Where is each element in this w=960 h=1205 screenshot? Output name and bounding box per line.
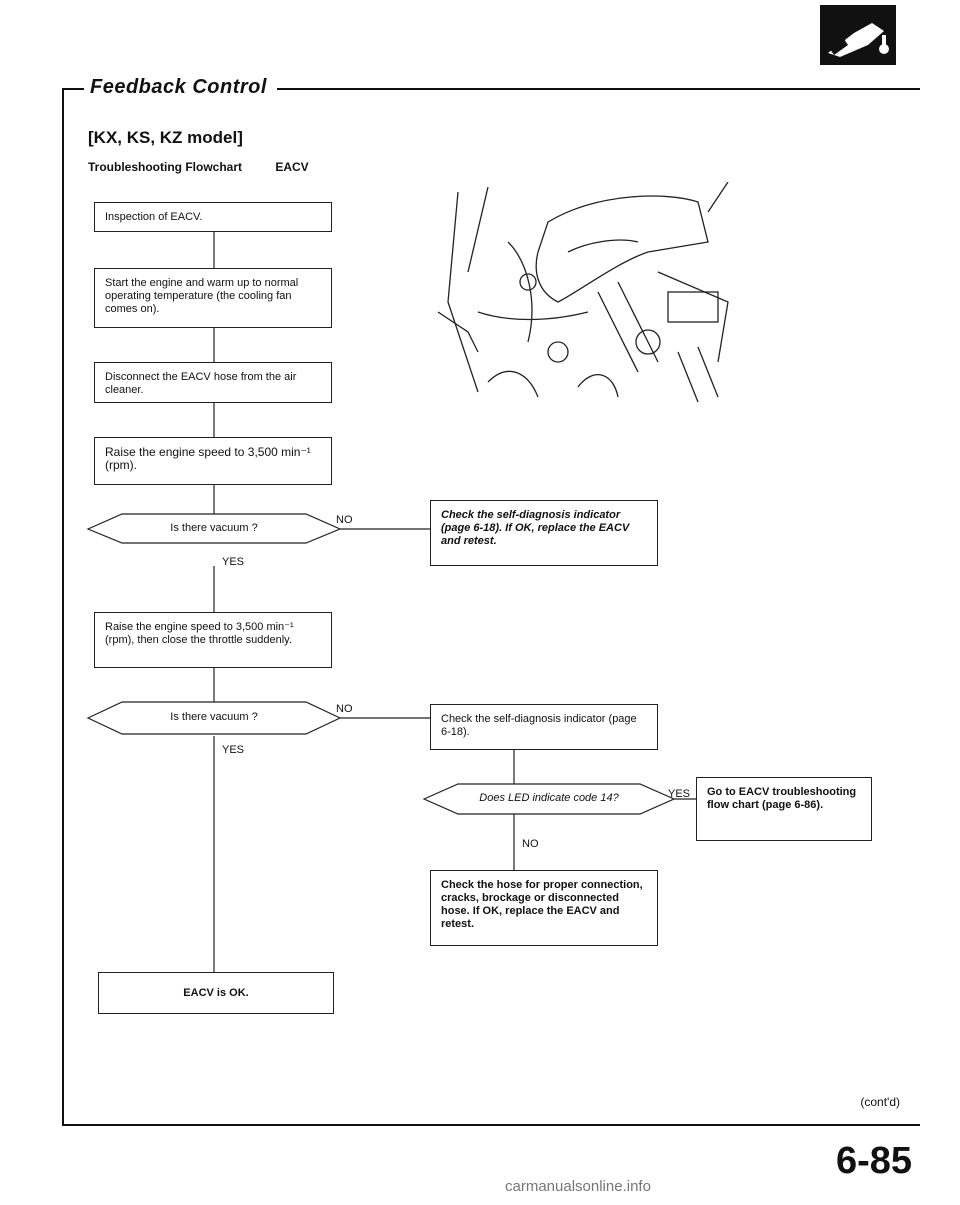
frame-bottom-rule	[62, 1124, 920, 1126]
section-logo-badge	[820, 5, 896, 65]
result-eacv-ok-box: EACV is OK.	[98, 972, 334, 1014]
frame-left-rule	[62, 88, 64, 1124]
car-engine-wrench-icon	[828, 23, 889, 57]
question-vacuum-1: Is there vacuum ?	[170, 522, 258, 534]
watermark: carmanualsonline.info	[505, 1178, 651, 1195]
question-led-code-14: Does LED indicate code 14?	[479, 792, 619, 804]
q3-yes-label: YES	[668, 788, 691, 800]
q3-no-label: NO	[522, 838, 539, 850]
go-to-eacv-flowchart-box: Go to EACV troubleshooting flow chart (p…	[696, 777, 872, 841]
continued-note: (cont'd)	[860, 1095, 900, 1109]
q1-no-label: NO	[336, 514, 353, 526]
subtitle-component: EACV	[275, 160, 309, 174]
flowchart-subtitle: Troubleshooting Flowchart EACV	[88, 160, 309, 174]
step-start-engine-box: Start the engine and warm up to normal o…	[94, 268, 332, 328]
step-disconnect-hose-box: Disconnect the EACV hose from the air cl…	[94, 362, 332, 403]
frame-top-rule	[62, 88, 920, 90]
section-title: Feedback Control	[84, 76, 277, 99]
step-raise-close-throttle-box: Raise the engine speed to 3,500 min⁻¹ (r…	[94, 612, 332, 668]
q2-no-label: NO	[336, 703, 353, 715]
q2-yes-label: YES	[222, 744, 245, 756]
question-vacuum-2: Is there vacuum ?	[170, 711, 258, 723]
engine-hand-illustration-icon	[437, 182, 729, 403]
model-heading: [KX, KS, KZ model]	[88, 128, 243, 147]
q1-yes-label: YES	[222, 556, 245, 568]
check-self-diagnosis-box: Check the self-diagnosis indicator (page…	[430, 704, 658, 750]
check-self-diagnosis-replace-box: Check the self-diagnosis indicator (page…	[430, 500, 658, 566]
step-inspection-box: Inspection of EACV.	[94, 202, 332, 232]
step-raise-speed-box: Raise the engine speed to 3,500 min⁻¹ (r…	[94, 437, 332, 485]
page-number: 6-85	[835, 1140, 912, 1182]
subtitle-text: Troubleshooting Flowchart	[88, 160, 242, 174]
check-hose-box: Check the hose for proper connection, cr…	[430, 870, 658, 946]
